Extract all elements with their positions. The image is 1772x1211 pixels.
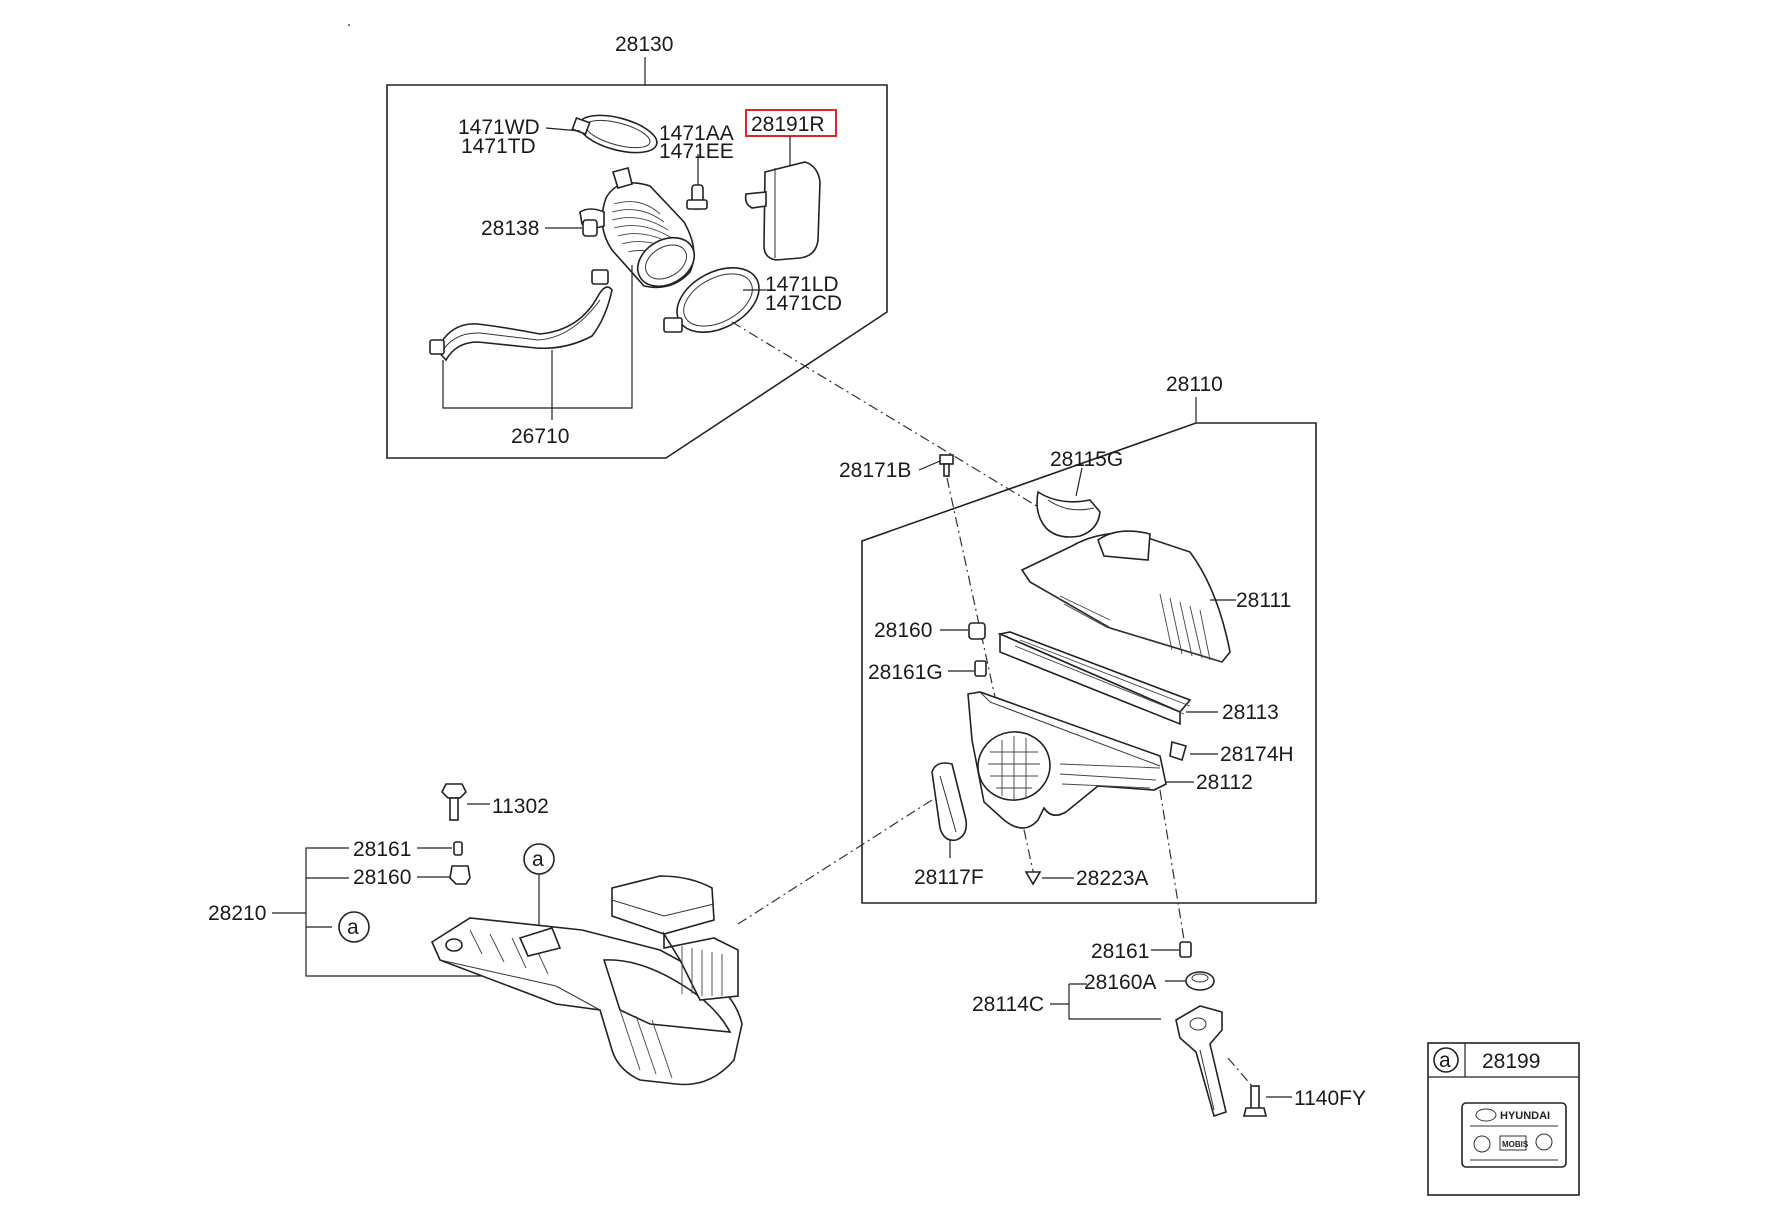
label-28160A[interactable]: 28160A xyxy=(1084,971,1156,994)
group-label-28114C[interactable]: 28114C xyxy=(972,993,1044,1016)
label-28161G[interactable]: 28161G xyxy=(868,661,943,684)
label-28223A[interactable]: 28223A xyxy=(1076,867,1148,890)
body-screw[interactable] xyxy=(1024,871,1042,886)
label-1471LD[interactable]: 1471LD xyxy=(765,273,839,296)
duct-bolt[interactable] xyxy=(441,783,467,821)
duct-seal[interactable] xyxy=(931,762,968,842)
hose-fitting[interactable] xyxy=(582,219,598,237)
label-28111[interactable]: 28111 xyxy=(1236,589,1291,612)
intake-hose-bellows[interactable] xyxy=(579,167,703,296)
svg-text:a: a xyxy=(532,848,544,871)
label-11302[interactable]: 11302 xyxy=(492,795,549,818)
circle-marker-a-part: a xyxy=(523,843,555,875)
resonator[interactable] xyxy=(744,161,821,261)
cover-collar[interactable] xyxy=(974,660,987,677)
warning-label-plate[interactable]: HYUNDAI MOBIS xyxy=(1461,1102,1567,1168)
mounting-bracket[interactable] xyxy=(1175,1005,1227,1118)
label-1471WD[interactable]: 1471WD xyxy=(458,116,540,139)
bracket-group: 28114C 28161 28160A 1140FY xyxy=(972,940,1366,1118)
lower-body[interactable] xyxy=(967,691,1167,829)
label-28191R[interactable]: 28191R xyxy=(751,113,825,136)
label-legend-box: a 28199 HYUNDAI MOBIS xyxy=(1427,1042,1580,1196)
label-28138[interactable]: 28138 xyxy=(481,217,539,240)
label-28161-bracket[interactable]: 28161 xyxy=(1091,940,1149,963)
label-1140FY[interactable]: 1140FY xyxy=(1294,1087,1366,1110)
assembly-line-duct xyxy=(737,799,933,925)
group-label-28130[interactable]: 28130 xyxy=(615,33,673,56)
assembly-line-bracket xyxy=(1159,789,1186,947)
seal-ring[interactable] xyxy=(1036,490,1101,538)
label-28115G[interactable]: 28115G xyxy=(1050,448,1123,471)
group-label-28110[interactable]: 28110 xyxy=(1166,373,1223,396)
top-bolt[interactable] xyxy=(939,454,954,477)
label-26710[interactable]: 26710 xyxy=(511,425,569,448)
cover-grommet[interactable] xyxy=(968,622,986,640)
label-28174H[interactable]: 28174H xyxy=(1220,743,1294,766)
label-28160-cover[interactable]: 28160 xyxy=(874,619,932,642)
assembly-line-bracket-bolt xyxy=(1227,1057,1253,1087)
duct-collar[interactable] xyxy=(453,841,463,856)
label-28161-duct[interactable]: 28161 xyxy=(353,838,411,861)
svg-text:a: a xyxy=(347,916,359,939)
body-clip[interactable] xyxy=(1169,740,1187,762)
lower-hose-clamp[interactable] xyxy=(663,255,770,346)
breather-hose[interactable] xyxy=(429,269,613,362)
label-1471TD[interactable]: 1471TD xyxy=(461,135,536,158)
label-28199[interactable]: 28199 xyxy=(1482,1050,1540,1073)
label-1471CD[interactable]: 1471CD xyxy=(765,292,842,315)
label-28112[interactable]: 28112 xyxy=(1196,771,1253,794)
stray-dot xyxy=(348,24,350,26)
label-plate-brand: HYUNDAI xyxy=(1500,1110,1550,1122)
upper-cover[interactable] xyxy=(1020,530,1231,663)
intake-hose-group-frame xyxy=(386,84,888,459)
air-cleaner-group-frame xyxy=(861,422,1317,904)
air-cleaner-group: 28110 28171B 28115G 28 xyxy=(839,373,1317,947)
bracket-grommet[interactable] xyxy=(1185,971,1215,991)
duct-group: 28210 a a 11302 28161 28160 xyxy=(208,783,743,1086)
label-28117F[interactable]: 28117F xyxy=(914,866,984,889)
label-28171B[interactable]: 28171B xyxy=(839,459,911,482)
label-1471AA[interactable]: 1471AA xyxy=(659,122,734,145)
hose-clip[interactable] xyxy=(686,184,708,210)
label-28160-duct[interactable]: 28160 xyxy=(353,866,411,889)
intake-hose-group: 28130 1471WD 1471TD 1471AA 1471EE 28191R xyxy=(386,33,888,459)
intake-duct[interactable] xyxy=(430,875,743,1086)
bracket-collar[interactable] xyxy=(1179,941,1192,958)
bracket-bolt[interactable] xyxy=(1242,1085,1268,1117)
upper-hose-clamp[interactable] xyxy=(571,108,660,160)
circle-marker-a-legend: a xyxy=(1439,1049,1451,1072)
filter-element[interactable] xyxy=(997,631,1192,726)
label-28113[interactable]: 28113 xyxy=(1222,701,1279,724)
circle-marker-a-left: a xyxy=(338,911,370,943)
label-plate-mark: MOBIS xyxy=(1502,1140,1529,1149)
highlight-box-28191R xyxy=(745,109,837,137)
label-1471EE[interactable]: 1471EE xyxy=(659,140,734,163)
duct-grommet[interactable] xyxy=(449,865,471,885)
group-label-28210[interactable]: 28210 xyxy=(208,902,266,925)
